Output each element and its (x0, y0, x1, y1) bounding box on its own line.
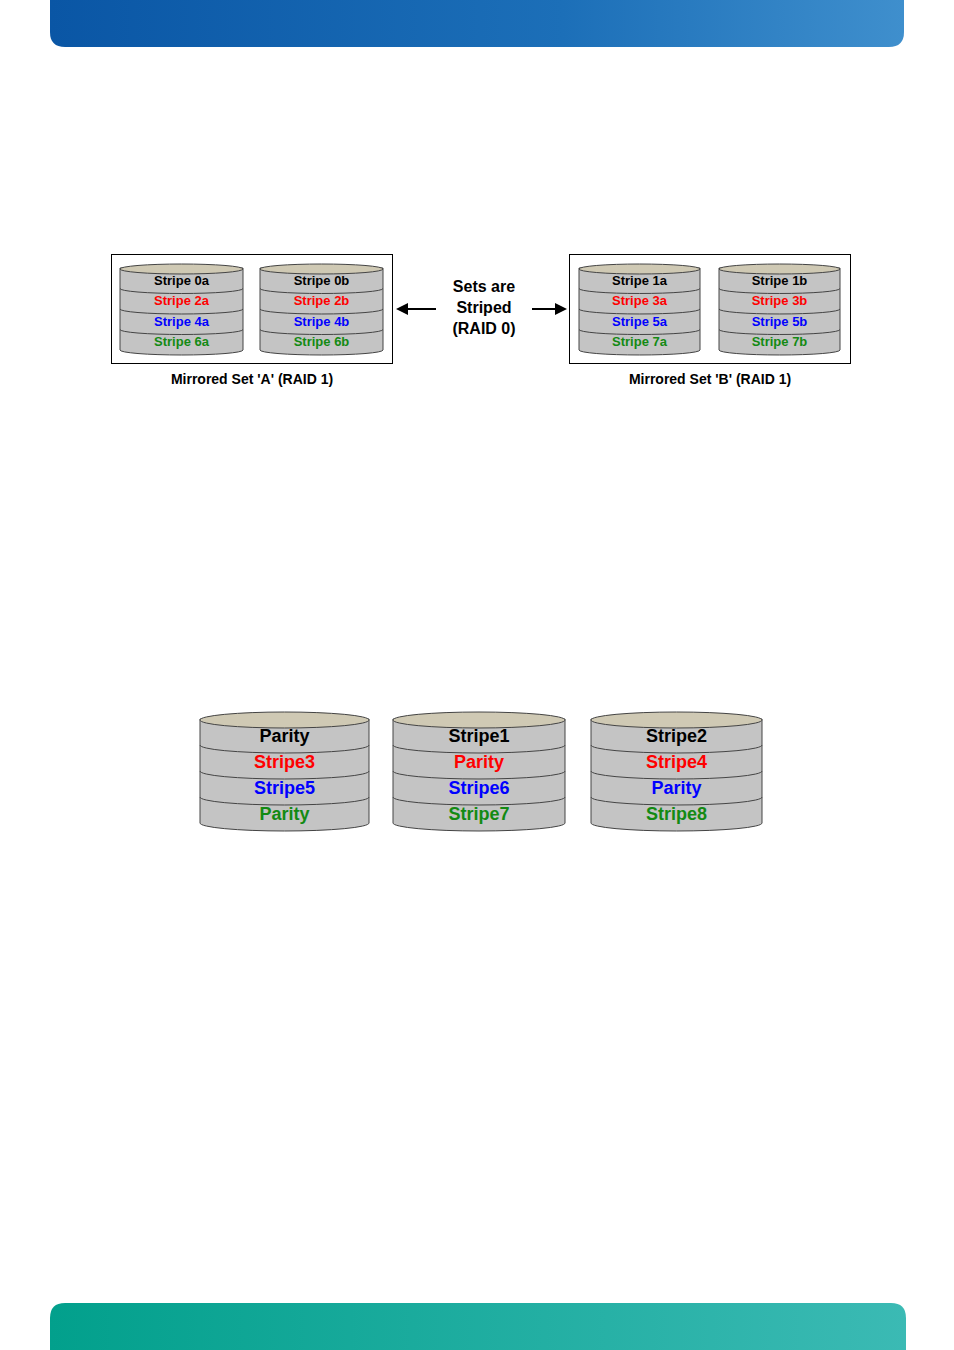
disk-cylinder: ParityStripe3Stripe5Parity (199, 711, 370, 833)
stripe-text: Stripe 3b (718, 293, 841, 309)
stripe-text: Parity (590, 777, 763, 799)
stripe-text: Stripe 2a (119, 293, 244, 309)
stripe-text: Stripe1 (392, 725, 566, 747)
stripe-text: Parity (392, 751, 566, 773)
stripe-text: Stripe3 (199, 751, 370, 773)
stripe-text: Stripe2 (590, 725, 763, 747)
disk-cylinder: Stripe1ParityStripe6Stripe7 (392, 711, 566, 833)
raid0-note: Sets are Striped (RAID 0) (440, 276, 528, 339)
set-label: Mirrored Set 'A' (RAID 1) (92, 371, 412, 387)
stripe-text: Stripe 4b (259, 314, 384, 330)
stripe-text: Stripe 7a (578, 334, 701, 350)
stripe-text: Stripe 0b (259, 273, 384, 289)
disk-cylinder: Stripe 1a Stripe 3a Stripe 5a Stripe 7a (578, 263, 701, 357)
stripe-text: Stripe7 (392, 803, 566, 825)
stripe-text: Stripe 1b (718, 273, 841, 289)
set-label: Mirrored Set 'B' (RAID 1) (550, 371, 870, 387)
stripe-text: Stripe5 (199, 777, 370, 799)
stripe-text: Parity (199, 803, 370, 825)
mirrored-set-box: Mirrored Set 'B' (RAID 1)Stripe 1aStripe… (569, 254, 851, 364)
stripe-text: Stripe 6b (259, 334, 384, 350)
mirrored-set-box: Mirrored Set 'A' (RAID 1)Stripe 0aStripe… (111, 254, 393, 364)
stripe-text: Stripe4 (590, 751, 763, 773)
disk-cylinder: Stripe 0b Stripe 2b Stripe 4b Stripe 6b (259, 263, 384, 357)
disk-cylinder: Stripe 1b Stripe 3b Stripe 5b Stripe 7b (718, 263, 841, 357)
stripe-text: Stripe 2b (259, 293, 384, 309)
stripe-text: Stripe 6a (119, 334, 244, 350)
stripe-text: Stripe 1a (578, 273, 701, 289)
stripe-text: Stripe 7b (718, 334, 841, 350)
disk-cylinder: Stripe 0a Stripe 2a Stripe 4a Stripe 6a (119, 263, 244, 357)
footer-bar (50, 1303, 906, 1350)
stripe-text: Stripe8 (590, 803, 763, 825)
header-bar (50, 0, 904, 47)
stripe-text: Stripe 4a (119, 314, 244, 330)
stripe-text: Stripe 5b (718, 314, 841, 330)
disk-cylinder: Stripe2Stripe4ParityStripe8 (590, 711, 763, 833)
stripe-text: Parity (199, 725, 370, 747)
stripe-text: Stripe 5a (578, 314, 701, 330)
stripe-text: Stripe6 (392, 777, 566, 799)
stripe-text: Stripe 0a (119, 273, 244, 289)
stripe-text: Stripe 3a (578, 293, 701, 309)
